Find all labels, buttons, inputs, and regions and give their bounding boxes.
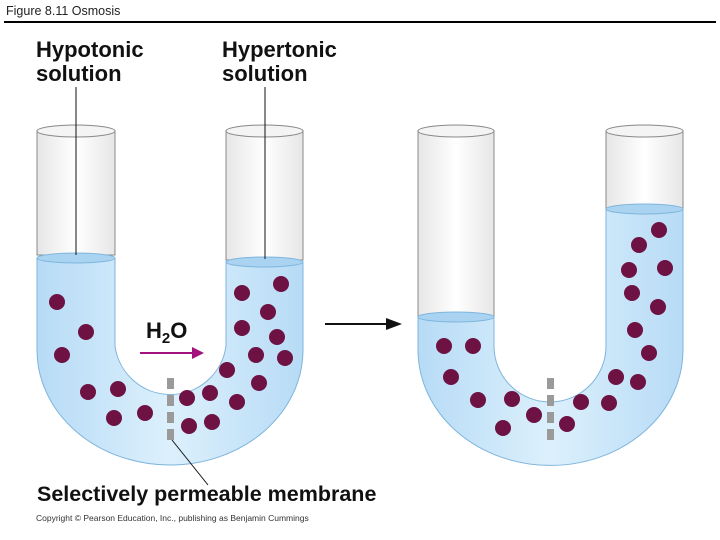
figure-header: Figure 8.11 Osmosis	[0, 0, 720, 24]
solute-particle	[436, 338, 452, 354]
solute-particle	[234, 285, 250, 301]
solute-particle	[137, 405, 153, 421]
solute-particle	[229, 394, 245, 410]
solutes-after-right	[559, 222, 673, 432]
solute-particle	[608, 369, 624, 385]
solute-particle	[630, 374, 646, 390]
solute-particle	[504, 391, 520, 407]
solutes-after-left	[436, 338, 542, 436]
solute-particle	[470, 392, 486, 408]
solute-particle	[269, 329, 285, 345]
solute-particle	[202, 385, 218, 401]
figure-title: Figure 8.11 Osmosis	[6, 4, 121, 18]
solute-particle	[443, 369, 459, 385]
solutes-before-left	[49, 294, 153, 426]
solute-particle	[234, 320, 250, 336]
solute-particle	[624, 285, 640, 301]
solutes-before-right	[179, 276, 293, 434]
solute-particle	[631, 237, 647, 253]
membrane-before	[167, 378, 174, 440]
solute-particle	[260, 304, 276, 320]
solute-particle	[80, 384, 96, 400]
water-flow-arrowhead	[192, 347, 204, 359]
solution-before	[36, 257, 304, 466]
solute-particle	[641, 345, 657, 361]
solute-particle	[78, 324, 94, 340]
membrane-leader-line	[171, 439, 209, 486]
solute-particle	[251, 375, 267, 391]
header-rule	[4, 21, 716, 23]
solute-particle	[657, 260, 673, 276]
solute-particle	[179, 390, 195, 406]
hypotonic-label: Hypotonic solution	[36, 37, 144, 86]
solute-particle	[181, 418, 197, 434]
solute-particle	[219, 362, 235, 378]
solute-particle	[273, 276, 289, 292]
solute-particle	[465, 338, 481, 354]
solute-particle	[49, 294, 65, 310]
solute-particle	[110, 381, 126, 397]
solute-particle	[621, 262, 637, 278]
solute-particle	[248, 347, 264, 363]
solute-particle	[601, 395, 617, 411]
solute-particle	[627, 322, 643, 338]
solute-particle	[526, 407, 542, 423]
solute-particle	[650, 299, 666, 315]
solute-particle	[277, 350, 293, 366]
water-label: H2O	[146, 318, 188, 347]
solute-particle	[106, 410, 122, 426]
copyright-notice: Copyright © Pearson Education, Inc., pub…	[36, 513, 309, 523]
solute-particle	[559, 416, 575, 432]
solute-particle	[54, 347, 70, 363]
membrane-after	[547, 378, 554, 440]
solute-particle	[651, 222, 667, 238]
u-tube-after	[417, 124, 684, 466]
solute-particle	[204, 414, 220, 430]
solute-particle	[495, 420, 511, 436]
process-arrowhead	[386, 318, 402, 330]
hypertonic-label: Hypertonic solution	[222, 37, 337, 86]
solute-particle	[573, 394, 589, 410]
membrane-label: Selectively permeable membrane	[37, 482, 377, 506]
u-tube-before	[36, 87, 304, 486]
